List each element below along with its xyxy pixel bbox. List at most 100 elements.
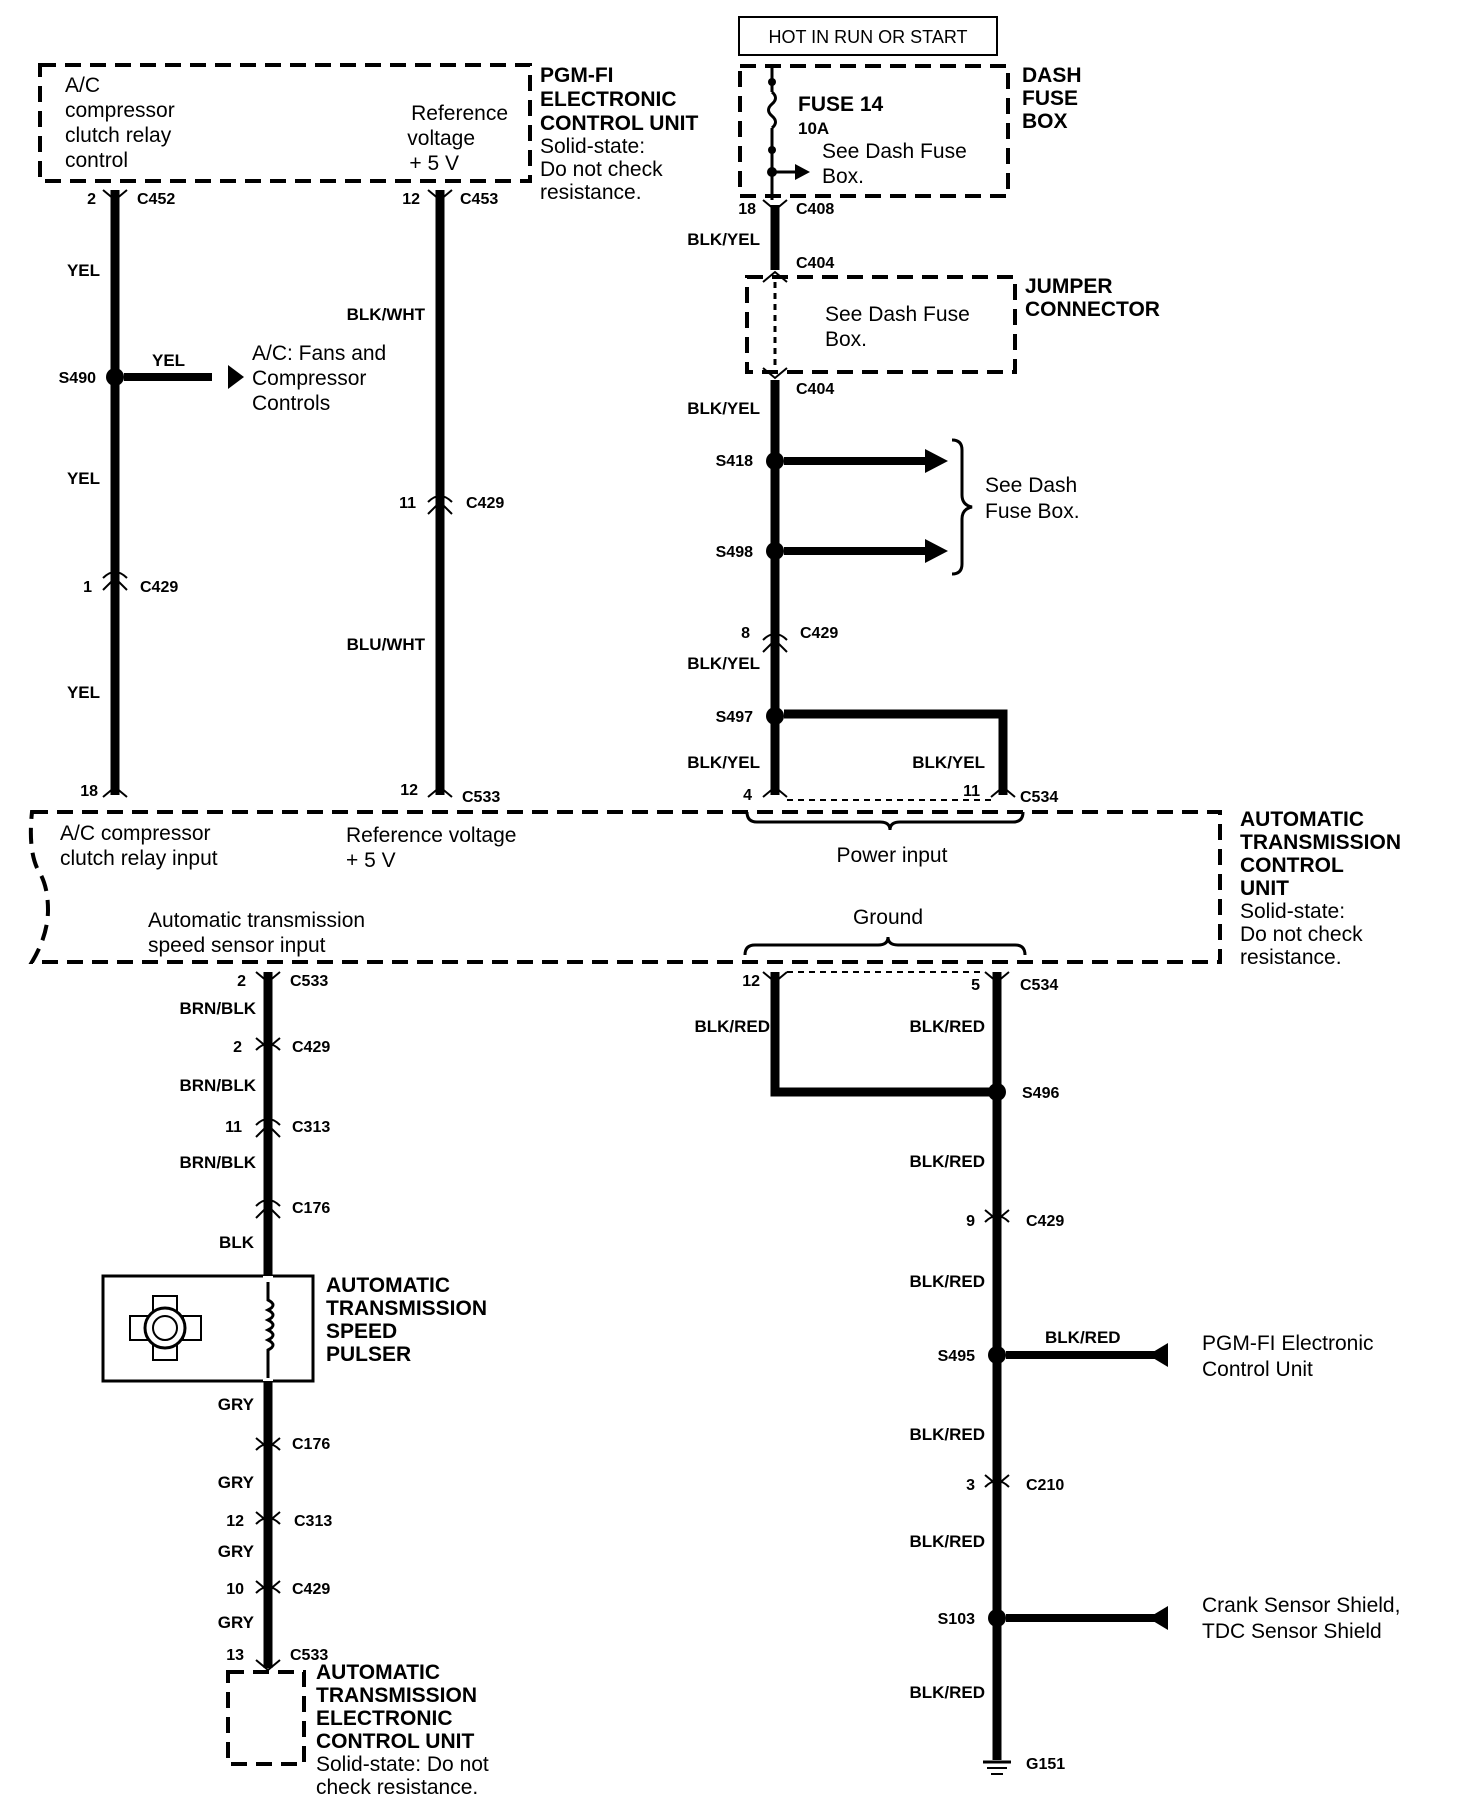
pgmfi-ac-label-3: clutch relay [65, 124, 172, 147]
pin-c452: 2 [87, 191, 96, 208]
name-c176-top: C176 [292, 1200, 330, 1217]
connector-c429-right [762, 633, 788, 653]
wire-color-blk-yel-5: BLK/YEL [912, 753, 985, 772]
pin-4: 4 [743, 787, 752, 804]
wire-color-brn-blk-3: BRN/BLK [180, 1153, 257, 1172]
splice-s496 [988, 1083, 1006, 1101]
pin-c429-speed: 2 [233, 1039, 242, 1056]
connector-c533-left [102, 785, 128, 798]
pin-c408: 18 [738, 201, 756, 218]
hot-in-run-box [738, 16, 998, 56]
wire-color-brn-blk-2: BRN/BLK [180, 1076, 257, 1095]
name-c404-bottom: C404 [796, 381, 834, 398]
atcu-speed-input-2: speed sensor input [148, 934, 326, 957]
atcu-ground-label: Ground [853, 906, 923, 929]
ac-fans-label-3: Controls [252, 392, 330, 415]
pin-c429-ground: 9 [966, 1213, 975, 1230]
pin-11: 11 [963, 783, 980, 800]
see-dash-1: See Dash [985, 474, 1077, 497]
see-dash-2: Fuse Box. [985, 500, 1080, 523]
wire-color-s495: BLK/RED [1045, 1328, 1121, 1347]
ac-fans-label-1: A/C: Fans and [252, 342, 386, 365]
wire-color-yel-1: YEL [67, 261, 100, 280]
atcu-ac-input-1: A/C compressor [60, 822, 211, 845]
wire-color-gry-3: GRY [218, 1542, 255, 1561]
pgmfi-note-1: Solid-state: [540, 135, 645, 158]
wire-color-gry-2: GRY [218, 1473, 255, 1492]
name-c408: C408 [796, 201, 834, 218]
name-c313-speed: C313 [292, 1119, 330, 1136]
splice-s497-label: S497 [716, 709, 753, 726]
pin-18-bottom: 18 [80, 783, 98, 800]
ground-brace [743, 936, 1027, 956]
brace-see-dash [951, 438, 973, 576]
pgmfi-ac-label-1: A/C [65, 74, 100, 97]
connector-pin-11 [990, 785, 1016, 798]
power-input-brace [745, 811, 1025, 831]
pulser-coil-icon [264, 1282, 275, 1378]
pin-c429-mid: 11 [399, 495, 416, 512]
wire-color-gry-1: GRY [218, 1395, 255, 1414]
wire-color-blk-red-5: BLK/RED [909, 1425, 985, 1444]
connector-pin-12 [762, 971, 788, 984]
name-c176-bottom: C176 [292, 1436, 330, 1453]
pin-c429-bottom: 10 [226, 1581, 244, 1598]
wire-color-ac-fans: YEL [152, 351, 185, 370]
pulser-title-4: PULSER [326, 1343, 411, 1366]
pin-c453: 12 [402, 191, 420, 208]
dash-fuse-title-2: FUSE [1022, 87, 1078, 110]
arrow-ac-fans [228, 365, 244, 389]
name-c452: C452 [137, 191, 175, 208]
wire-color-yel-3: YEL [67, 683, 100, 702]
connector-c452 [102, 189, 128, 202]
pgmfi-unit-box [38, 63, 532, 183]
name-c533-speed: C533 [290, 973, 328, 990]
connector-c404-bottom [762, 367, 788, 380]
name-c429-ground: C429 [1026, 1213, 1064, 1230]
pin-12: 12 [742, 973, 760, 990]
at-ecu-title-4: CONTROL UNIT [316, 1730, 474, 1753]
jumper-see-1: See Dash Fuse [825, 303, 970, 326]
atcu-note-2: Do not check [1240, 923, 1363, 946]
arrow-s495-icon [1148, 1343, 1168, 1367]
wire-color-blk-red-4: BLK/RED [909, 1272, 985, 1291]
fuse-name: FUSE 14 [798, 93, 884, 116]
arrow-s498-icon [925, 539, 948, 563]
atcu-ref-input-2: + 5 V [346, 849, 396, 872]
pin-c313-speed: 11 [225, 1119, 242, 1136]
atcu-note-3: resistance. [1240, 946, 1342, 969]
name-c534-top: C534 [1020, 789, 1058, 806]
wire-color-blk-yel-1: BLK/YEL [687, 230, 760, 249]
pgmfi-ref-label-3: + 5 V [409, 152, 459, 175]
shield-label-2: TDC Sensor Shield [1202, 1620, 1382, 1643]
fuse-terminal-top [768, 78, 776, 86]
connector-pin-5 [984, 971, 1010, 984]
connector-c313-speed [255, 1118, 281, 1138]
at-ecu-note-1: Solid-state: Do not [316, 1753, 489, 1776]
name-c429-speed: C429 [292, 1039, 330, 1056]
dash-fuse-see-1: See Dash Fuse [822, 140, 967, 163]
jumper-title-1: JUMPER [1025, 275, 1113, 298]
wire-s497-branch [784, 709, 1008, 795]
connector-c176-bottom [255, 1437, 281, 1451]
name-c429-right: C429 [800, 625, 838, 642]
pgmfi-ref-label-2: voltage [407, 127, 475, 150]
pgmfi-ref-label-b: Control Unit [1202, 1358, 1313, 1381]
splice-s495-label: S495 [938, 1348, 975, 1365]
atcu-title-3: CONTROL [1240, 854, 1344, 877]
dash-fuse-title-3: BOX [1022, 110, 1068, 133]
connector-c429-left [102, 571, 128, 591]
atcu-ref-input-1: Reference voltage [346, 824, 516, 847]
splice-s495 [988, 1346, 1006, 1364]
ground-symbol-icon [983, 1760, 1011, 1775]
pulser-title-1: AUTOMATIC [326, 1274, 450, 1297]
wire-color-blk-red-3: BLK/RED [909, 1152, 985, 1171]
at-ecu-title-3: ELECTRONIC [316, 1707, 453, 1730]
pgmfi-title: PGM-FI ELECTRONIC CONTROL UNIT Solid-sta… [540, 64, 698, 204]
connector-c533-mid [427, 785, 453, 798]
connector-pin-4 [762, 785, 788, 798]
hot-in-run-label: HOT IN RUN OR START [768, 27, 967, 47]
pgmfi-ref-label-1: Reference [411, 102, 508, 125]
atcu-note-1: Solid-state: [1240, 900, 1345, 923]
